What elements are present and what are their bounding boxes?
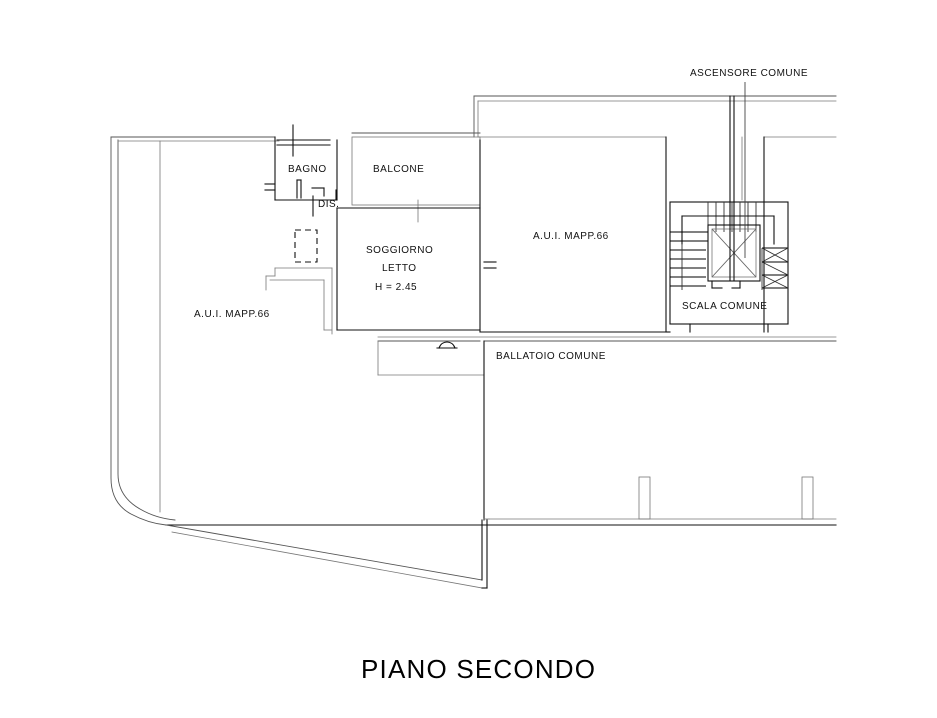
label-letto: LETTO bbox=[382, 263, 417, 274]
column-1 bbox=[638, 476, 651, 520]
exterior-top-wall-right bbox=[473, 95, 837, 138]
page-title: PIANO SECONDO bbox=[361, 654, 596, 684]
label-ascensore: ASCENSORE COMUNE bbox=[690, 68, 808, 79]
room-disimpegno bbox=[311, 187, 337, 217]
room-bagno bbox=[264, 124, 338, 201]
label-soggiorno: SOGGIORNO bbox=[366, 245, 433, 256]
column-2 bbox=[801, 476, 814, 520]
label-ballatoio: BALLATOIO COMUNE bbox=[496, 351, 606, 362]
area-scala-comune bbox=[669, 201, 789, 333]
dashed-niche bbox=[294, 229, 318, 263]
room-balcone bbox=[351, 132, 481, 223]
lift-shaft bbox=[707, 95, 761, 289]
label-mapp-left: A.U.I. MAPP.66 bbox=[194, 309, 270, 320]
label-scala: SCALA COMUNE bbox=[682, 301, 767, 312]
lower-building-outline bbox=[165, 476, 837, 589]
room-soggiorno-letto bbox=[265, 139, 497, 335]
label-bagno: BAGNO bbox=[288, 164, 327, 175]
label-altezza: H = 2.45 bbox=[375, 282, 417, 293]
label-balcone: BALCONE bbox=[373, 164, 424, 175]
exterior-left-wall bbox=[110, 136, 176, 526]
label-disimpegno: DIS. bbox=[318, 199, 339, 210]
area-appartamento-destra bbox=[479, 136, 765, 333]
label-mapp-right: A.U.I. MAPP.66 bbox=[533, 231, 609, 242]
area-ballatoio bbox=[377, 336, 837, 521]
exterior-top-wall bbox=[110, 136, 280, 142]
